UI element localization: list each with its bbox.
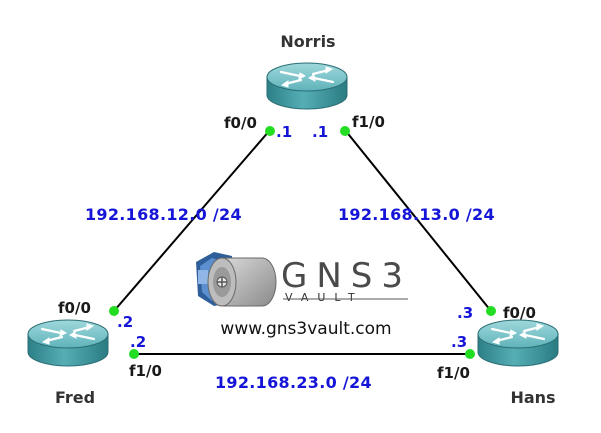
port-dot-fred-f1-0[interactable] (129, 349, 139, 359)
ip-label-norris-f0-0: .1 (276, 123, 292, 141)
link-norris-hans (344, 129, 492, 312)
port-dot-norris-f1-0[interactable] (340, 126, 350, 136)
ip-label-norris-f1-0: .1 (312, 123, 328, 141)
router-name-hans: Hans (510, 388, 555, 407)
port-label-hans-f0-0: f0/0 (503, 304, 536, 322)
vault-safe-icon (196, 252, 277, 307)
port-label-fred-f1-0: f1/0 (129, 362, 162, 380)
ip-label-fred-f1-0: .2 (130, 333, 146, 351)
port-label-fred-f0-0: f0/0 (58, 299, 91, 317)
port-dot-fred-f0-0[interactable] (109, 306, 119, 316)
port-dot-hans-f1-0[interactable] (465, 349, 475, 359)
port-dot-hans-f0-0[interactable] (486, 306, 496, 316)
ip-label-fred-f0-0: .2 (117, 313, 133, 331)
port-label-norris-f1-0: f1/0 (352, 113, 385, 131)
port-label-hans-f1-0: f1/0 (437, 364, 470, 382)
logo-title: GNS3 (281, 256, 412, 296)
port-label-norris-f0-0: f0/0 (224, 114, 257, 132)
router-name-norris: Norris (280, 32, 335, 51)
logo-url[interactable]: www.gns3vault.com (220, 319, 391, 339)
router-fred[interactable] (26, 318, 110, 368)
router-hans[interactable] (476, 318, 560, 368)
network-label-13: 192.168.13.0 /24 (338, 205, 495, 224)
ip-label-hans-f0-0: .3 (457, 304, 473, 322)
router-norris[interactable] (265, 61, 349, 111)
link-norris-fred (113, 129, 271, 312)
port-dot-norris-f0-0[interactable] (265, 126, 275, 136)
network-label-12: 192.168.12.0 /24 (85, 205, 242, 224)
logo-subtitle: VAULT (285, 291, 364, 304)
ip-label-hans-f1-0: .3 (451, 333, 467, 351)
network-label-23: 192.168.23.0 /24 (215, 373, 372, 392)
router-name-fred: Fred (55, 388, 95, 407)
